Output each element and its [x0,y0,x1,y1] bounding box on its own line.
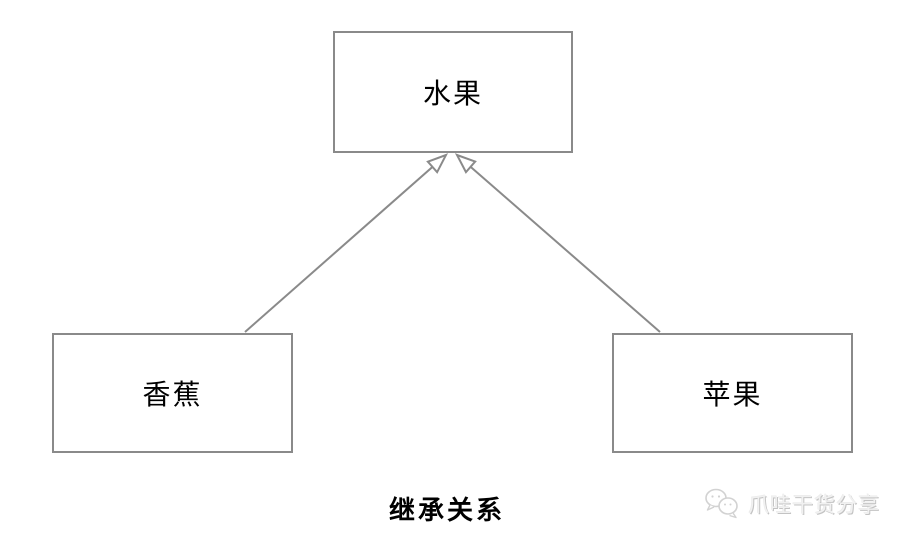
wechat-icon [705,488,738,519]
watermark-text: 爪哇干货分享 [748,493,880,517]
node-banana: 香蕉 [52,333,293,453]
node-fruit-label: 水果 [422,78,483,109]
node-apple-label: 苹果 [702,379,763,410]
edge-banana-to-fruit [244,153,449,333]
edge-apple-to-fruit [454,153,661,333]
node-banana-label: 香蕉 [142,379,203,410]
watermark: 爪哇干货分享 [703,487,880,520]
node-apple: 苹果 [612,333,853,453]
node-fruit: 水果 [333,31,573,153]
diagram-caption: 继承关系 [388,495,505,525]
